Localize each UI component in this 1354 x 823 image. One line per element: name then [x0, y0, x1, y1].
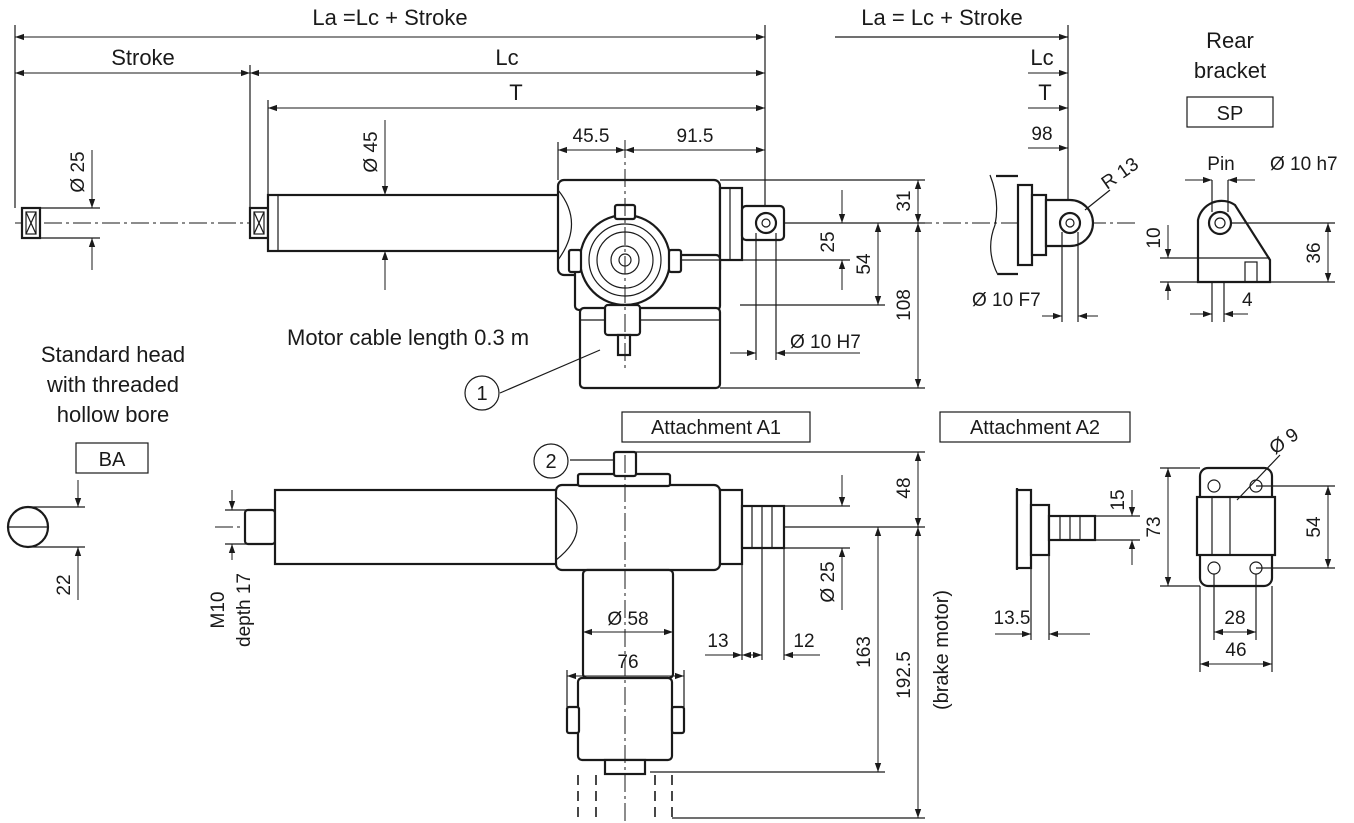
attach-a1-label: Attachment A1 [651, 417, 781, 439]
la-side-label: La = Lc + Stroke [861, 5, 1022, 30]
pin-label: Pin [1207, 154, 1234, 175]
dim-36: 36 [1304, 242, 1325, 263]
std-head-line-3: hollow bore [57, 402, 170, 427]
std-head-line-1: Standard head [41, 342, 185, 367]
attach-a2-label: Attachment A2 [970, 417, 1100, 439]
actuator-top-view [15, 140, 1135, 390]
dim-76: 76 [617, 652, 638, 673]
dim-108: 108 [894, 289, 915, 321]
rear-bracket-line-1: Rear [1206, 28, 1254, 53]
dim-46: 46 [1225, 640, 1246, 661]
dim-13: 13 [707, 631, 728, 652]
dim-91-5: 91.5 [677, 126, 714, 147]
dia-9-label: Ø 9 [1266, 424, 1303, 459]
motor-cable-label: Motor cable length 0.3 m [287, 325, 529, 350]
m10-label: M10 [208, 592, 229, 629]
dia-25-b: Ø 25 [818, 561, 839, 602]
dim-4: 4 [1242, 290, 1253, 311]
dim-28: 28 [1224, 608, 1245, 629]
top-dimension-texts: La =Lc + Stroke Stroke Lc T 45.5 91.5 Ø … [68, 5, 915, 411]
stroke-label: Stroke [111, 45, 175, 70]
side-view: La = Lc + Stroke Lc T 98 R 13 Ø 10 F7 [835, 5, 1143, 322]
lc-side-label: Lc [1030, 45, 1053, 70]
attachment-a2: Attachment A2 15 13.5 Ø 9 73 [939, 411, 1335, 672]
standard-head-ba: Standard head with threaded hollow bore … [6, 342, 185, 600]
dim-48: 48 [894, 477, 915, 498]
callout-1: 1 [476, 383, 487, 405]
t-side-label: T [1038, 80, 1051, 105]
top-dimensions [14, 25, 925, 389]
dia-45: Ø 45 [361, 131, 382, 172]
depth17-label: depth 17 [234, 573, 255, 647]
dim-73: 73 [1144, 516, 1165, 537]
dim-54-b: 54 [1304, 516, 1325, 538]
dim-54: 54 [854, 253, 875, 275]
dim-31: 31 [894, 190, 915, 211]
r13-label: R 13 [1098, 154, 1143, 194]
dia-10h7-pin: Ø 10 h7 [1270, 154, 1338, 175]
dim-12: 12 [793, 631, 814, 652]
brake-motor-label: (brake motor) [931, 590, 953, 710]
dia-10f7-label: Ø 10 F7 [972, 290, 1041, 311]
lc-label: Lc [495, 45, 518, 70]
ba-label: BA [99, 449, 126, 471]
dia-10h7-hole: Ø 10 H7 [790, 332, 861, 353]
dim-192-5: 192.5 [894, 651, 915, 699]
dim-25: 25 [818, 231, 839, 252]
callout-2: 2 [545, 451, 556, 473]
front-dimensions: Attachment A1 2 48 Ø 25 163 192.5 (brake… [208, 411, 953, 819]
rear-bracket-line-2: bracket [1194, 58, 1266, 83]
callout-1-circle [464, 375, 500, 411]
dim-15: 15 [1108, 489, 1129, 510]
dim-10: 10 [1144, 227, 1165, 248]
dim-13-5: 13.5 [994, 608, 1031, 629]
dim-98: 98 [1031, 124, 1052, 145]
sp-label: SP [1217, 103, 1244, 125]
actuator-front-view [215, 450, 830, 823]
dim-163: 163 [854, 636, 875, 668]
la-main-label: La =Lc + Stroke [312, 5, 467, 30]
std-head-line-2: with threaded [46, 372, 179, 397]
dim-45-5: 45.5 [573, 126, 610, 147]
dim-22: 22 [54, 574, 75, 595]
rear-bracket-sp: Rear bracket SP Pin Ø 10 h7 10 36 4 [1144, 28, 1338, 322]
t-label: T [509, 80, 522, 105]
dia-25-rod: Ø 25 [68, 151, 89, 192]
dia-58: Ø 58 [607, 609, 648, 630]
